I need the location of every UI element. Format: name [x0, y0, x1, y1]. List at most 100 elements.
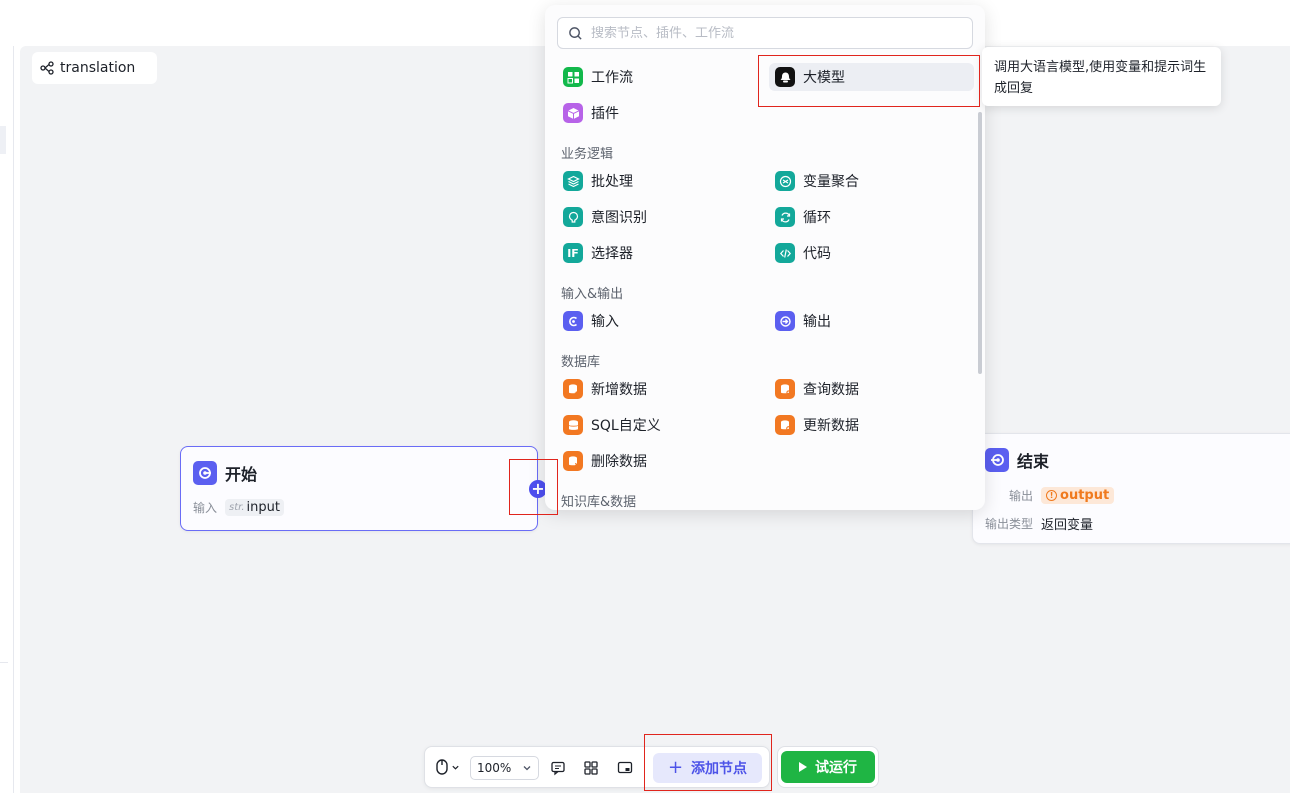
llm-icon [775, 67, 795, 87]
tooltip-text: 调用大语言模型,使用变量和提示词生成回复 [994, 60, 1207, 96]
node-item-label: 批处理 [591, 174, 633, 190]
minimap-button[interactable] [617, 760, 633, 776]
node-item-label: 插件 [591, 106, 619, 122]
db-query-icon [775, 379, 795, 399]
category-io: 输入&输出 [561, 287, 624, 302]
start-node-title: 开始 [225, 465, 258, 484]
node-item-label: 选择器 [591, 246, 633, 262]
minimap-icon [617, 761, 633, 774]
test-run-label: 试运行 [815, 760, 857, 776]
node-item-label: SQL自定义 [591, 418, 661, 434]
code-icon [775, 243, 795, 263]
node-item-label: 新增数据 [591, 382, 647, 398]
param-name: input [246, 500, 280, 515]
zoom-level: 100% [477, 761, 512, 775]
category-business-logic: 业务逻辑 [561, 147, 614, 162]
mouse-icon [436, 759, 448, 775]
node-item-code[interactable]: 代码 [769, 239, 969, 267]
selector-icon-text: IF [567, 246, 579, 260]
left-sidebar-edge [0, 46, 14, 793]
db-delete-icon [563, 451, 583, 471]
start-icon [193, 461, 217, 485]
chevron-down-icon [523, 766, 531, 771]
db-add-icon [563, 379, 583, 399]
workflow-icon [563, 67, 583, 87]
run-container: 试运行 [777, 746, 879, 788]
node-item-label: 输出 [803, 314, 831, 330]
plugin-icon [563, 103, 583, 123]
end-output-type-key: 输出类型 [985, 517, 1034, 531]
zoom-select[interactable]: 100% [470, 756, 539, 780]
add-node-button[interactable]: + 添加节点 [653, 753, 762, 783]
auto-layout-button[interactable] [583, 760, 599, 776]
node-search-box[interactable] [557, 17, 973, 49]
add-node-port-button[interactable]: + [529, 480, 547, 498]
canvas-toolbar: 100% + 添加节点 [424, 746, 770, 788]
node-item-output[interactable]: 输出 [769, 307, 969, 335]
output-var: output [1060, 488, 1110, 503]
warning-icon: ! [1046, 490, 1058, 501]
play-icon [799, 762, 807, 772]
node-item-label: 查询数据 [803, 382, 859, 398]
node-item-input[interactable]: 输入 [557, 307, 757, 335]
node-picker-panel: 工作流 大模型 插件 业务逻辑 批处理 变量聚合 意图识别 循环 [545, 5, 985, 510]
llm-tooltip: 调用大语言模型,使用变量和提示词生成回复 [982, 47, 1221, 106]
sidebar-active-marker [0, 126, 6, 154]
node-search-input[interactable] [591, 25, 951, 41]
node-item-loop[interactable]: 循环 [769, 203, 969, 231]
output-icon [775, 311, 795, 331]
node-item-label: 删除数据 [591, 454, 647, 470]
db-update-icon [775, 415, 795, 435]
loop-icon [775, 207, 795, 227]
node-item-llm[interactable]: 大模型 [769, 63, 974, 91]
intent-icon [563, 207, 583, 227]
test-run-button[interactable]: 试运行 [781, 751, 875, 783]
node-item-plugin[interactable]: 插件 [557, 99, 757, 127]
node-item-db-query[interactable]: 查询数据 [769, 375, 969, 403]
sidebar-divider [0, 662, 8, 663]
category-knowledge: 知识库&数据 [561, 495, 637, 510]
end-icon [985, 448, 1009, 472]
panel-scrollbar[interactable] [978, 112, 982, 374]
node-item-variable-merge[interactable]: 变量聚合 [769, 167, 969, 195]
comment-button[interactable] [550, 760, 566, 776]
node-item-label: 意图识别 [591, 210, 647, 226]
selector-icon: IF [563, 243, 583, 263]
node-item-selector[interactable]: IF 选择器 [557, 239, 757, 267]
workflow-icon [40, 61, 54, 75]
plus-icon: + [667, 757, 684, 778]
category-database: 数据库 [561, 355, 601, 370]
workflow-name-tag[interactable]: translation [32, 52, 157, 84]
interaction-mode-toggle[interactable] [435, 759, 460, 775]
end-output-type-value: 返回变量 [1041, 518, 1094, 533]
node-item-label: 循环 [803, 210, 831, 226]
workflow-name: translation [60, 60, 136, 76]
db-sql-icon [563, 415, 583, 435]
node-item-label: 大模型 [803, 70, 845, 86]
end-node[interactable]: 结束 输出 ! output 输出类型 返回变量 [972, 433, 1290, 544]
node-item-label: 输入 [591, 314, 619, 330]
start-param-key: 输入 [193, 501, 218, 515]
node-item-intent[interactable]: 意图识别 [557, 203, 757, 231]
node-item-db-update[interactable]: 更新数据 [769, 411, 969, 439]
node-item-label: 代码 [803, 246, 831, 262]
node-item-batch[interactable]: 批处理 [557, 167, 757, 195]
node-item-label: 更新数据 [803, 418, 859, 434]
end-node-title: 结束 [1017, 452, 1050, 471]
variable-merge-icon [775, 171, 795, 191]
node-item-db-delete[interactable]: 删除数据 [557, 447, 757, 475]
node-item-db-add[interactable]: 新增数据 [557, 375, 757, 403]
start-node[interactable]: 开始 输入 str. input [180, 446, 538, 531]
node-item-label: 工作流 [591, 70, 633, 86]
end-output-key: 输出 [1009, 489, 1034, 503]
end-output-chip: ! output [1041, 487, 1115, 504]
chevron-down-icon [452, 765, 459, 770]
comment-icon [551, 761, 565, 776]
batch-icon [563, 171, 583, 191]
param-type: str. [229, 502, 245, 513]
node-item-workflow[interactable]: 工作流 [557, 63, 757, 91]
input-icon [563, 311, 583, 331]
add-node-label: 添加节点 [691, 761, 748, 777]
node-item-db-sql[interactable]: SQL自定义 [557, 411, 757, 439]
node-item-label: 变量聚合 [803, 174, 859, 190]
